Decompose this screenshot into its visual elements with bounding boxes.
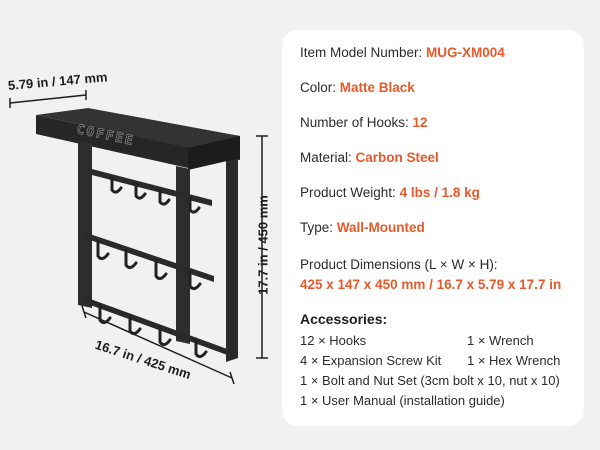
spec-label: Item Model Number: bbox=[300, 45, 427, 60]
spec-product-weight: Product Weight: 4 lbs / 1.8 kg bbox=[300, 184, 584, 219]
spec-value: Carbon Steel bbox=[355, 150, 439, 165]
spec-value: Matte Black bbox=[339, 80, 415, 95]
mug-rack-drawing bbox=[9, 90, 268, 385]
list-item: 1 × Bolt and Nut Set (3cm bolt x 10, nut… bbox=[300, 371, 584, 391]
accessory-item: 1 × Bolt and Nut Set (3cm bolt x 10, nut… bbox=[300, 373, 560, 388]
spec-card: Item Model Number: MUG-XM004 Color: Matt… bbox=[282, 30, 584, 426]
width-dimension-line bbox=[81, 305, 235, 385]
list-item: 1 × User Manual (installation guide) bbox=[300, 391, 584, 411]
hook-bar-middle bbox=[84, 232, 214, 282]
spec-label: Type: bbox=[300, 220, 337, 235]
shelf-side bbox=[188, 136, 240, 170]
spec-model-number: Item Model Number: MUG-XM004 bbox=[300, 44, 584, 79]
product-dimensions-label: Product Dimensions (L × W × H): bbox=[300, 257, 498, 272]
accessory-item: 4 × Expansion Screw Kit bbox=[300, 353, 442, 368]
hooks bbox=[96, 176, 208, 359]
depth-dimension-line bbox=[9, 90, 87, 108]
rack-upright-front-right bbox=[176, 166, 190, 344]
accessories-list: 12 × Hooks 1 × Wrench 4 × Expansion Scre… bbox=[300, 331, 584, 411]
spec-material: Material: Carbon Steel bbox=[300, 149, 584, 184]
accessory-item: 12 × Hooks bbox=[300, 333, 367, 348]
rack-upright-left bbox=[78, 140, 92, 308]
spec-label: Color: bbox=[300, 80, 340, 95]
product-illustration: 5.79 in / 147 mm 16.7 in / 425 mm 17.7 i… bbox=[0, 0, 290, 450]
hook-bar-bottom bbox=[82, 296, 230, 356]
spec-product-dimensions: Product Dimensions (L × W × H): 425 x 14… bbox=[300, 256, 584, 296]
spec-label: Product Weight: bbox=[300, 185, 400, 200]
spec-value: 4 lbs / 1.8 kg bbox=[399, 185, 480, 200]
accessory-item: 1 × User Manual (installation guide) bbox=[300, 393, 505, 408]
height-dimension-line bbox=[256, 135, 268, 359]
product-dimensions-value: 425 x 147 x 450 mm / 16.7 x 5.79 x 17.7 … bbox=[300, 277, 562, 292]
list-item: 4 × Expansion Screw Kit 1 × Hex Wrench bbox=[300, 351, 584, 371]
list-item: 12 × Hooks 1 × Wrench bbox=[300, 331, 584, 351]
height-dimension-label: 17.7 in / 450 mm bbox=[255, 195, 271, 295]
rack-upright-right bbox=[226, 146, 238, 362]
spec-number-of-hooks: Number of Hooks: 12 bbox=[300, 114, 584, 149]
spec-color: Color: Matte Black bbox=[300, 79, 584, 114]
spec-value: Wall-Mounted bbox=[336, 220, 425, 235]
accessories-title: Accessories: bbox=[300, 311, 388, 327]
shelf-front-lip bbox=[36, 115, 188, 168]
spec-label: Number of Hooks: bbox=[300, 115, 413, 130]
spec-value: 12 bbox=[412, 115, 428, 130]
accessory-item: 1 × Hex Wrench bbox=[467, 353, 561, 368]
spec-type: Type: Wall-Mounted bbox=[300, 219, 584, 254]
spec-label: Material: bbox=[300, 150, 356, 165]
spec-value: MUG-XM004 bbox=[426, 45, 505, 60]
shelf-floor bbox=[36, 108, 240, 148]
hook-bar-top bbox=[88, 168, 212, 206]
accessory-item: 1 × Wrench bbox=[467, 333, 534, 348]
